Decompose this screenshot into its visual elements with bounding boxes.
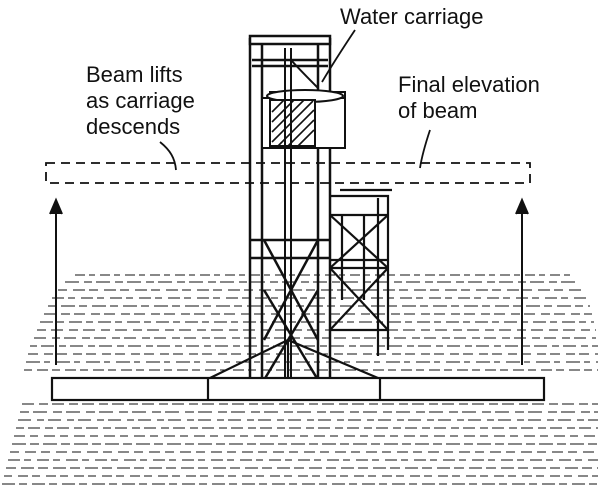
beam-gusset: [209, 338, 379, 380]
lifting-cable: [284, 48, 319, 398]
label-beam-lifts-line-3: descends: [86, 114, 180, 139]
label-beam-lifts-line-1: Beam lifts: [86, 62, 183, 87]
label-beam-lifts-line-2: as carriage: [86, 88, 195, 113]
label-water-carriage: Water carriage: [340, 4, 483, 29]
beam-current: [50, 376, 546, 402]
lift-arrows: [49, 197, 529, 365]
label-final-elevation-line-1: Final elevation: [398, 72, 540, 97]
leader-lines: [159, 29, 431, 171]
back-frame: [329, 188, 392, 356]
beam-final-elevation: [45, 162, 531, 184]
label-final-elevation-line-2: of beam: [398, 98, 478, 123]
